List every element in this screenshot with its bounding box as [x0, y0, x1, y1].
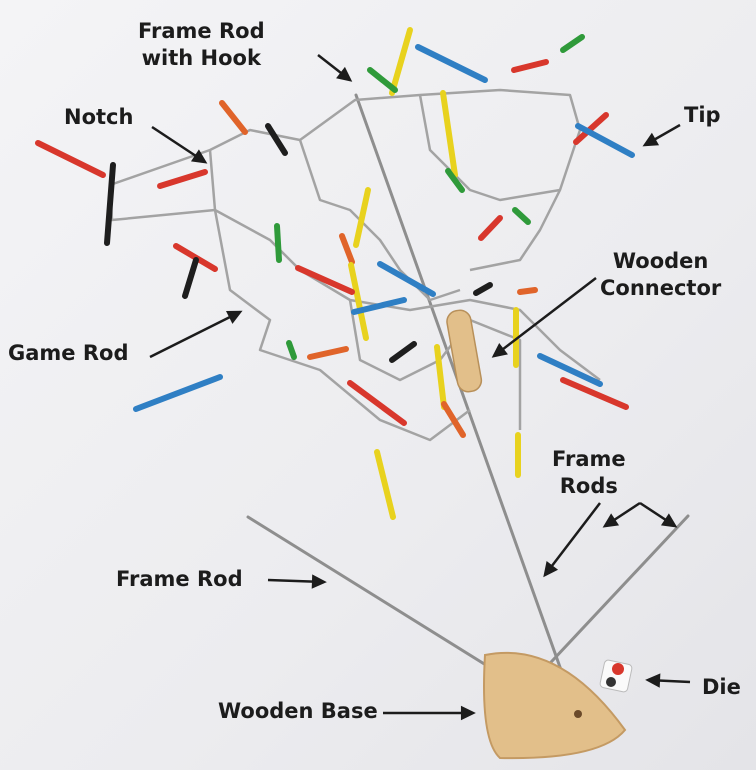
game-rod-stick [353, 187, 371, 248]
arrow [149, 310, 241, 359]
arrow-head-icon [225, 310, 243, 324]
arrow-head-icon [336, 66, 353, 82]
game-rod-stick [347, 380, 407, 426]
game-rod-stick [575, 123, 635, 158]
label-line: Rods [559, 474, 618, 498]
game-rod-stick [286, 340, 297, 360]
game-rod-stick [389, 341, 417, 363]
game-rod-stick [434, 344, 447, 410]
game-rod-stick [348, 262, 369, 341]
game-rod-stick [573, 112, 609, 145]
arrow-head-icon [491, 342, 508, 358]
label-wooden-connector: Wooden Connector [600, 248, 721, 302]
arrow-head-icon [602, 513, 620, 528]
game-rod-stick [441, 401, 466, 438]
arrow-head-icon [190, 149, 208, 164]
arrow-head-icon [642, 132, 660, 147]
game-rod-stick [478, 215, 503, 241]
label-line: with Hook [141, 46, 261, 70]
game-rod-stick [389, 27, 413, 96]
game-rod-stick [517, 287, 538, 295]
label-tip: Tip [684, 103, 721, 127]
game-rod-stick [560, 34, 585, 53]
label-line: Frame [552, 447, 626, 471]
frame-rod-right [536, 514, 690, 678]
wire-segment [213, 209, 471, 442]
wire-segment [208, 149, 601, 381]
game-rod-stick [265, 123, 288, 156]
game-rod-stick [367, 67, 398, 93]
game-rod-stick [339, 233, 355, 265]
wooden-connector [446, 309, 483, 393]
frame-rod-left [246, 515, 512, 682]
base-hole [574, 710, 582, 718]
label-die: Die [702, 675, 741, 699]
die [599, 659, 633, 693]
game-rod-stick [511, 59, 549, 73]
game-rod-stick [415, 44, 488, 83]
game-rod-stick [377, 261, 436, 297]
label-wooden-base: Wooden Base [218, 699, 378, 723]
game-rod-stick [560, 377, 629, 410]
game-rod-stick [512, 207, 531, 225]
game-rod-stick [104, 162, 116, 246]
arrow-head-icon [660, 513, 678, 528]
arrow-head-icon [543, 561, 559, 578]
label-notch: Notch [64, 105, 134, 129]
game-rod-stick [537, 353, 603, 387]
game-rod-stick [274, 223, 282, 263]
frame-rods [246, 93, 690, 714]
label-frame-rods: Frame Rods [552, 446, 626, 500]
arrow-head-icon [311, 574, 327, 589]
wire-segment [108, 184, 216, 222]
game-rod-stick [374, 449, 396, 520]
game-rod-stick [351, 297, 407, 315]
game-rod-stick [182, 257, 199, 299]
game-rod-stick [440, 90, 458, 178]
game-rod-stick [35, 140, 106, 178]
wire-segment [418, 94, 561, 202]
wooden-base [483, 651, 627, 760]
game-rod-stick [307, 346, 349, 360]
game-rod-stick [473, 282, 493, 296]
arrow-head-icon [460, 705, 476, 721]
label-frame-rod: Frame Rod [116, 567, 243, 591]
wire-segment [109, 88, 582, 272]
label-game-rod: Game Rod [8, 341, 129, 365]
game-rods [35, 27, 635, 520]
label-arrows [149, 54, 691, 721]
label-line: Frame Rod [138, 19, 265, 43]
frame-rod-center [354, 93, 578, 714]
wire-segment [298, 139, 461, 302]
game-rod-stick [133, 374, 223, 412]
label-line: Wooden [612, 249, 709, 273]
game-rod-stick [445, 168, 465, 193]
label-line: Connector [600, 276, 722, 300]
label-frame-rod-with-hook: Frame Rod with Hook [138, 18, 265, 72]
game-rod-stick [219, 100, 248, 135]
arrow [493, 277, 597, 357]
game-rod-stick [295, 265, 355, 295]
arrow-head-icon [645, 673, 661, 688]
arrow [544, 502, 601, 576]
game-rod-stick [157, 169, 208, 189]
